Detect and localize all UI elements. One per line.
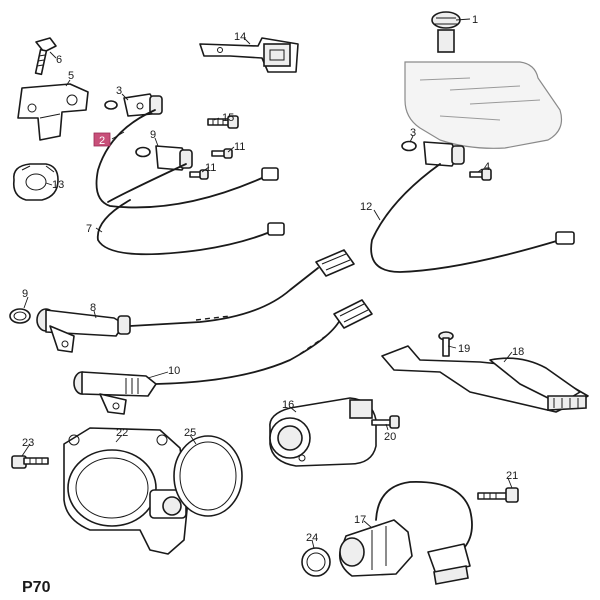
part-13-clip[interactable]	[12, 163, 59, 201]
wire-12	[370, 163, 561, 273]
part-20-screw[interactable]	[371, 415, 400, 429]
connector-10[interactable]	[333, 299, 373, 329]
callout-7: 7	[86, 223, 92, 235]
callout-12: 12	[360, 201, 372, 213]
callout-23: 23	[22, 437, 34, 449]
callout-13: 13	[52, 179, 64, 191]
callout-17: 17	[354, 514, 366, 526]
part-3-seal-ring-top[interactable]	[104, 100, 118, 110]
part-17-sensor[interactable]	[338, 519, 413, 577]
callout-11-left: 11	[205, 162, 216, 174]
part-4-bolt[interactable]	[469, 168, 492, 181]
callout-1: 1	[472, 14, 478, 26]
callout-18: 18	[512, 346, 524, 358]
part-21-bolt[interactable]	[477, 487, 519, 503]
part-9-seal-ring-lower[interactable]	[9, 308, 31, 324]
callout-9-top: 9	[150, 129, 156, 141]
connector-top[interactable]	[261, 167, 279, 181]
wire-harness-8	[129, 267, 319, 327]
callout-9-lower: 9	[22, 288, 28, 300]
part-16-actuator[interactable]	[269, 397, 377, 467]
callout-2[interactable]: 2	[99, 135, 105, 147]
page-code: P70	[22, 579, 51, 596]
callout-16: 16	[282, 399, 294, 411]
wire-harness-2b	[107, 163, 187, 203]
wire-dash-8	[195, 315, 231, 321]
callout-10: 10	[168, 365, 180, 377]
part-22-housing[interactable]	[63, 427, 189, 555]
callout-14: 14	[234, 31, 246, 43]
callout-3-top: 3	[116, 85, 122, 97]
part-15-screw[interactable]	[207, 115, 239, 129]
part-11-screw-left[interactable]	[189, 169, 209, 180]
part-25-gasket[interactable]	[173, 435, 243, 517]
callout-3-right: 3	[410, 127, 416, 139]
wire-10	[155, 319, 341, 385]
callout-25: 25	[184, 427, 196, 439]
callout-4: 4	[484, 161, 490, 173]
part-24-seal-ring[interactable]	[301, 547, 331, 577]
part-5-mounting-bracket[interactable]	[17, 83, 89, 141]
callout-20: 20	[384, 431, 396, 443]
part-19-bolt[interactable]	[438, 331, 454, 357]
part-23-bolt[interactable]	[11, 455, 49, 469]
leader-lines	[21, 18, 513, 549]
part-1-reservoir[interactable]	[404, 11, 563, 149]
part-14-bracket[interactable]	[199, 37, 299, 73]
sensor-upper-middle[interactable]	[155, 145, 193, 171]
part-11-screw-right[interactable]	[211, 148, 233, 159]
callout-22: 22	[116, 427, 128, 439]
part-18-control-unit[interactable]	[381, 345, 589, 413]
part-9-seal-ring-upper[interactable]	[135, 146, 151, 158]
connector-8[interactable]	[315, 249, 355, 277]
part-6-bolt[interactable]	[34, 37, 57, 76]
part-3-seal-ring-right[interactable]	[401, 140, 417, 152]
sensor-right[interactable]	[423, 141, 465, 167]
connector-12[interactable]	[555, 231, 575, 245]
callout-19: 19	[458, 343, 470, 355]
connector-17[interactable]	[427, 543, 471, 585]
part-2-sensor-top[interactable]	[123, 93, 163, 117]
connector-7[interactable]	[267, 222, 285, 236]
wire-harness-7	[96, 199, 271, 256]
part-10-sensor[interactable]	[73, 371, 157, 415]
part-8-sensor[interactable]	[36, 308, 131, 353]
callout-6: 6	[56, 54, 62, 66]
callout-21: 21	[506, 470, 518, 482]
callout-24: 24	[306, 532, 318, 544]
callout-5: 5	[68, 70, 74, 82]
wire-17	[375, 481, 473, 549]
callout-8: 8	[90, 302, 96, 314]
callout-11-right: 11	[234, 141, 245, 153]
callout-2-highlight[interactable]	[93, 132, 111, 147]
callout-15: 15	[222, 112, 234, 124]
